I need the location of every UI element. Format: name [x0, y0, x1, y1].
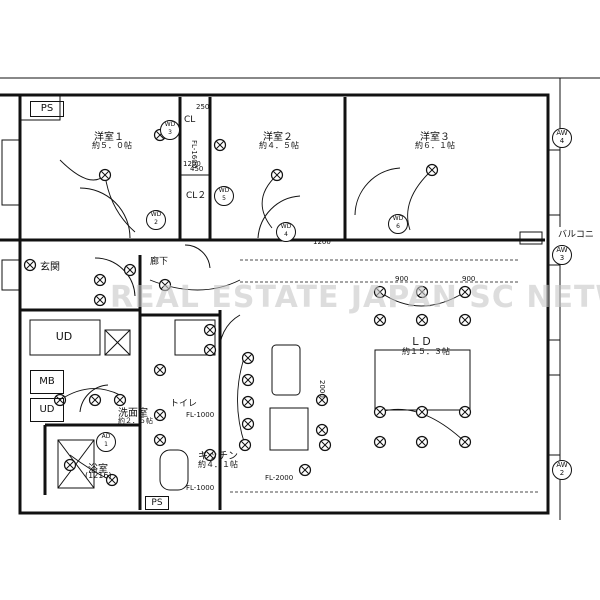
closet-label-2: CL２	[186, 191, 207, 201]
dim-1200a: 1200	[313, 238, 331, 246]
room-size-bath: (1216)	[85, 471, 112, 480]
ps-box-bottom: PS	[145, 496, 169, 510]
room-label-kitchen: キッチン	[198, 451, 238, 462]
room-label-bath: 浴室	[88, 464, 108, 475]
room-label-ld: ＬＤ	[410, 335, 432, 348]
ud-box-1: UD	[55, 330, 73, 343]
ad-tag-1: AD 1	[96, 432, 116, 452]
dim-900b: 900	[462, 275, 476, 283]
ceiling-light-icon	[123, 263, 137, 277]
wd-tag-5: WD 5	[214, 186, 234, 206]
ceiling-light-icon	[241, 351, 255, 365]
aw-tag-3: AW 3	[552, 245, 572, 265]
aw-tag-4: AW 4	[552, 128, 572, 148]
watermark: REAL ESTATE JAPAN SC NETWORK	[110, 280, 600, 315]
ceiling-light-icon	[113, 393, 127, 407]
ceiling-light-icon	[458, 313, 472, 327]
dim-2000: 2000	[318, 380, 326, 398]
ceiling-light-icon	[63, 458, 77, 472]
ceiling-light-icon	[298, 463, 312, 477]
dim-900a: 900	[395, 275, 409, 283]
ceiling-light-icon	[23, 258, 37, 272]
room-label-western2: 洋室２	[263, 132, 293, 143]
room-size-washroom: 約２．５帖	[118, 417, 153, 425]
ceiling-light-icon	[373, 405, 387, 419]
ceiling-light-icon	[88, 393, 102, 407]
ceiling-light-icon	[241, 395, 255, 409]
closet-label-1: CL	[184, 115, 196, 125]
ceiling-light-icon	[153, 408, 167, 422]
ceiling-light-icon	[241, 373, 255, 387]
ceiling-light-icon	[213, 138, 227, 152]
ceiling-light-icon	[153, 433, 167, 447]
door-swings	[79, 167, 401, 413]
interior-walls	[1, 94, 561, 510]
ceiling-light-icon	[373, 285, 387, 299]
room-label-hall: 廊下	[150, 257, 169, 267]
room-label-toilet: トイレ	[170, 399, 198, 409]
room-size-kitchen: 約４．１帖	[198, 460, 238, 469]
dim-fl-kitchen2: FL-1000	[186, 484, 215, 492]
ceiling-light-icon	[93, 293, 107, 307]
ceiling-light-icon	[203, 323, 217, 337]
dim-450: 450	[190, 165, 204, 173]
ceiling-light-icon	[158, 278, 172, 292]
ceiling-light-icon	[415, 285, 429, 299]
ceiling-light-icon	[98, 168, 112, 182]
ceiling-light-icon	[315, 393, 329, 407]
ceiling-light-icon	[315, 423, 329, 437]
wd-tag-2: WD 2	[146, 210, 166, 230]
ceiling-light-icon	[153, 363, 167, 377]
ceiling-light-icon	[415, 405, 429, 419]
room-size-western3: 約６．１帖	[415, 141, 455, 150]
ceiling-light-icon	[373, 435, 387, 449]
room-label-entrance: 玄関	[40, 262, 60, 273]
room-label-western1: 洋室１	[94, 132, 124, 143]
wd-tag-3: WD 3	[160, 120, 180, 140]
ceiling-light-icon	[373, 313, 387, 327]
light-fixtures	[23, 128, 472, 487]
ceiling-light-icon	[93, 273, 107, 287]
wd-tag-6: WD 6	[388, 214, 408, 234]
room-size-western1: 約５．０帖	[92, 141, 132, 150]
ceiling-light-icon	[53, 393, 67, 407]
aw-tag-2: AW 2	[552, 460, 572, 480]
ud-box-2: UD	[30, 398, 64, 422]
ceiling-light-icon	[425, 163, 439, 177]
room-label-western3: 洋室３	[420, 132, 450, 143]
ceiling-light-icon	[203, 343, 217, 357]
room-size-western2: 約４．５帖	[259, 141, 299, 150]
room-size-ld: 約１５．３帖	[402, 347, 450, 356]
mb-box: MB	[30, 370, 64, 394]
ceiling-light-icon	[241, 417, 255, 431]
dim-fl-kitchen3: FL-2000	[265, 474, 294, 482]
ceiling-light-icon	[415, 435, 429, 449]
ceiling-light-icon	[270, 168, 284, 182]
ceiling-light-icon	[458, 285, 472, 299]
dim-fl-cl: FL-1600	[190, 140, 198, 169]
ceiling-light-icon	[458, 435, 472, 449]
ceiling-light-icon	[105, 473, 119, 487]
dim-fl-kitchen1: FL-1000	[186, 411, 215, 419]
ceiling-light-icon	[238, 438, 252, 452]
room-label-washroom: 洗面室	[118, 408, 148, 419]
ceiling-light-icon	[458, 405, 472, 419]
ceiling-light-icon	[318, 438, 332, 452]
ceiling-light-icon	[415, 313, 429, 327]
ps-box-top: PS	[30, 101, 64, 117]
dim-1200b: 1200	[183, 160, 201, 168]
ceiling-light-icon	[203, 448, 217, 462]
dim-250: 250	[196, 103, 210, 111]
wd-tag-4: WD 4	[276, 222, 296, 242]
